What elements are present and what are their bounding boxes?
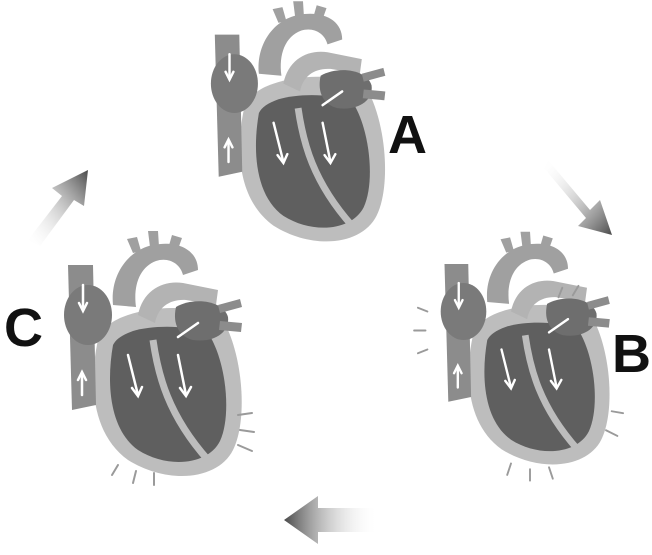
arrow-a-to-b xyxy=(544,160,612,235)
heart-b-diagram xyxy=(414,232,623,481)
arrow-b-to-c xyxy=(284,496,378,544)
heart-c-diagram xyxy=(64,231,254,485)
arrow-c-to-a xyxy=(28,170,88,246)
heart-a-diagram xyxy=(211,1,385,241)
label-b: B xyxy=(612,324,651,384)
label-a: A xyxy=(388,105,427,165)
label-c: C xyxy=(4,298,43,358)
